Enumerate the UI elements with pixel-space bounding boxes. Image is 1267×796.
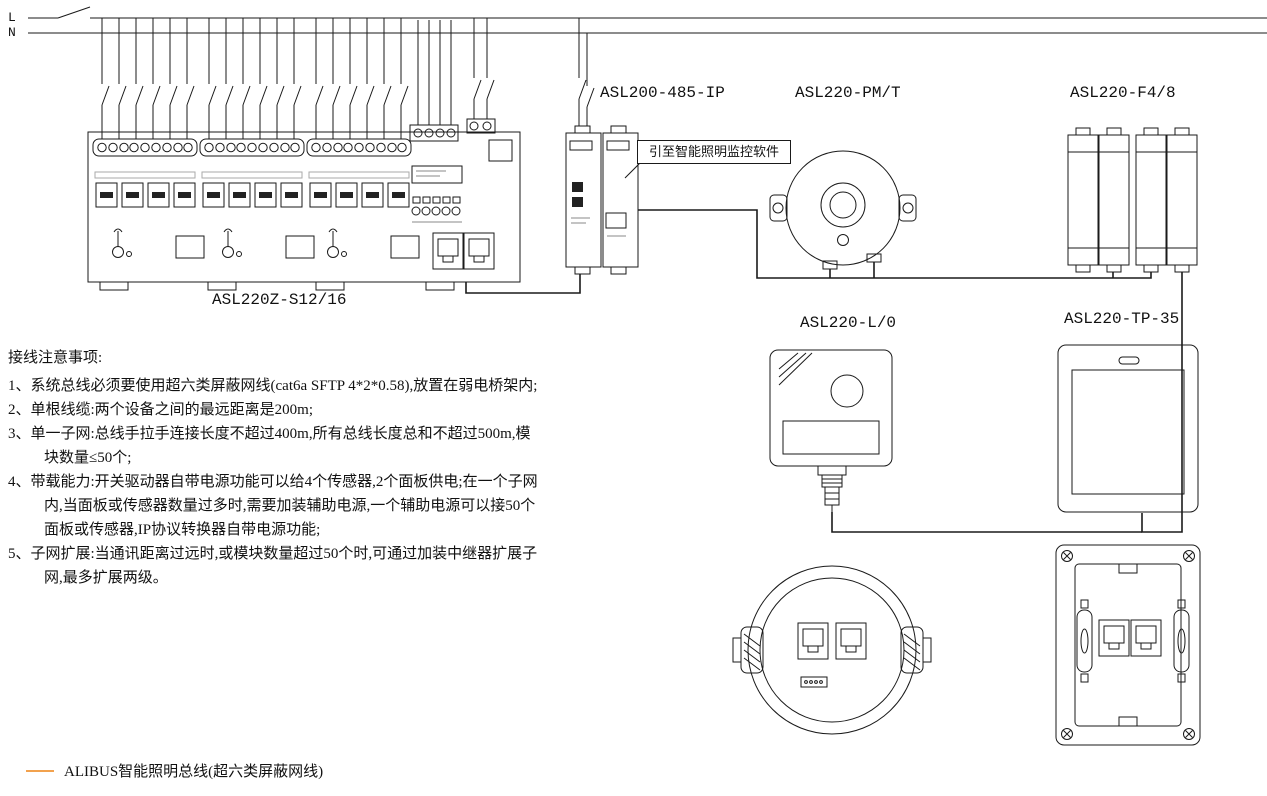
note-number: 2、 [8,402,31,418]
note-item: 5、子网扩展:当通讯距离过远时,或模块数量超过50个时,可通过加装中继器扩展子网… [8,542,538,590]
ip-gateway-module [565,125,641,275]
wiring-notes: 接线注意事项: 1、系统总线必须要使用超六类屏蔽网线(cat6a SFTP 4*… [8,346,538,590]
note-number: 3、 [8,426,31,442]
screw-icon [1183,728,1195,740]
note-item: 3、单一子网:总线手拉手连接长度不超过400m,所有总线长度总和不超过500m,… [8,422,538,470]
thermometer-icon [222,228,242,258]
box-sensor [769,349,893,512]
note-item: 4、带载能力:开关驱动器自带电源功能可以给4个传感器,2个面板供电;在一个子网内… [8,470,538,542]
control-buttons [411,196,462,223]
ceiling-sensor-rear [732,565,932,735]
line-l-label: L [8,10,16,25]
switch-actuator-module [87,118,521,291]
thermometer-icon [327,228,347,258]
label-asl220-f48: ASL220-F4/8 [1070,84,1176,102]
note-text: 单一子网:总线手拉手连接长度不超过400m,所有总线长度总和不超过500m,模块… [30,426,531,466]
power-bus-lines [28,6,1267,34]
note-number: 1、 [8,378,31,394]
note-text: 系统总线必须要使用超六类屏蔽网线(cat6a SFTP 4*2*0.58),放置… [30,378,538,394]
rj45-port-icon [463,232,495,270]
touch-panel-front [1057,344,1199,513]
note-number: 4、 [8,474,31,490]
status-led [618,200,624,206]
note-item: 2、单根线缆:两个设备之间的最远距离是200m; [8,398,538,422]
relay-extension-modules [1067,127,1198,273]
branch-circuit-drops [101,17,595,140]
ceiling-sensor-front [769,150,917,270]
rj45-port-icon [605,212,627,229]
label-asl220-tp35: ASL220-TP-35 [1064,310,1180,328]
alibus-wiring [465,209,1183,533]
callout-leader-line [624,162,641,179]
rj45-port-icon [432,232,464,270]
rj45-port-icon [797,622,829,660]
status-led [609,200,615,206]
rj45-port-icon [835,622,867,660]
thermometer-icon [112,228,132,258]
lcd-display [411,165,463,184]
bus-legend: ALIBUS智能照明总线(超六类屏蔽网线) [26,760,323,781]
touch-panel-rear [1055,544,1201,746]
rj45-port-icon [1130,619,1162,657]
note-number: 5、 [8,546,31,562]
screw-icon [1061,550,1073,562]
monitoring-software-callout: 引至智能照明监控软件 [637,140,791,164]
bus-color-swatch [26,769,54,772]
label-asl220-pmt: ASL220-PM/T [795,84,901,102]
label-asl220z: ASL220Z-S12/16 [212,291,347,309]
screw-icon [1061,728,1073,740]
notes-title: 接线注意事项: [8,350,103,366]
label-asl200-485-ip: ASL200-485-IP [600,84,725,102]
screw-icon [1183,550,1195,562]
note-item: 1、系统总线必须要使用超六类屏蔽网线(cat6a SFTP 4*2*0.58),… [8,374,538,398]
note-text: 单根线缆:两个设备之间的最远距离是200m; [30,402,314,418]
line-n-label: N [8,25,16,40]
note-text: 带载能力:开关驱动器自带电源功能可以给4个传感器,2个面板供电;在一个子网内,当… [30,474,538,538]
rj45-port-icon [1098,619,1130,657]
label-asl220-l0: ASL220-L/0 [800,314,897,332]
legend-text: ALIBUS智能照明总线(超六类屏蔽网线) [64,764,324,780]
note-text: 子网扩展:当通讯距离过远时,或模块数量超过50个时,可通过加装中继器扩展子网,最… [30,546,538,586]
